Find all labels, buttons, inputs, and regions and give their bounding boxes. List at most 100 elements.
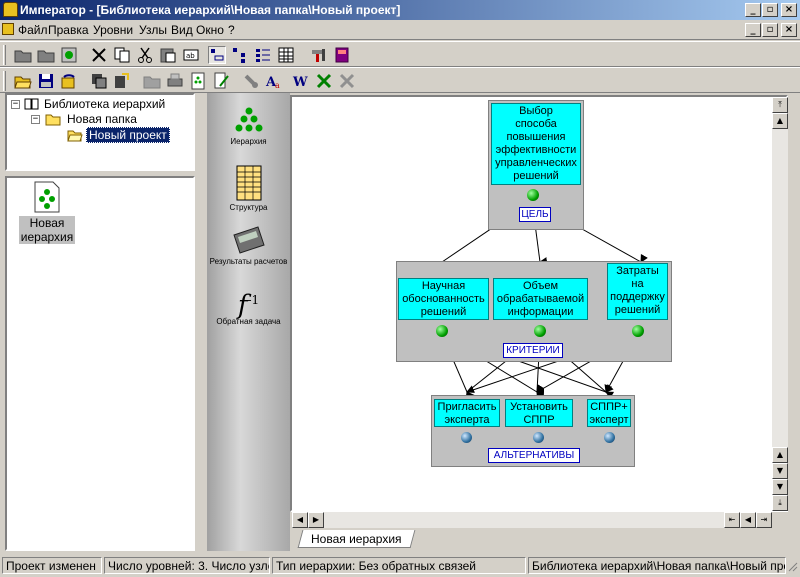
- hierarchy-file-icon[interactable]: [34, 181, 60, 213]
- sidebar-label: Структура: [229, 203, 268, 212]
- scroll-start-icon[interactable]: ⇤: [724, 512, 740, 528]
- status-state: Проект изменен: [2, 557, 102, 574]
- tree-item-folder[interactable]: Новая папка: [67, 112, 137, 126]
- svg-text:W: W: [292, 75, 308, 90]
- criterion-node-2[interactable]: Объем обрабатываемой информации: [493, 278, 588, 320]
- hierarchy-icon: [235, 107, 262, 132]
- library-book-icon: [24, 98, 39, 110]
- hierarchy-doc-icon[interactable]: [189, 72, 207, 90]
- node-text: информации: [507, 306, 574, 318]
- node-text: СППР: [523, 414, 555, 426]
- folder-gray-icon[interactable]: [37, 46, 55, 64]
- scroll-bottom-icon[interactable]: ⤓: [772, 495, 788, 511]
- tree-collapse-icon[interactable]: −: [31, 114, 40, 124]
- duplicate-icon[interactable]: [90, 72, 108, 90]
- alternative-node-1[interactable]: Пригласить эксперта: [434, 399, 500, 427]
- window-title: Император - [Библиотека иерархий\Новая п…: [20, 3, 401, 17]
- node-text: управленческих: [495, 157, 577, 169]
- copy-icon[interactable]: [113, 46, 131, 64]
- tab-new-hierarchy[interactable]: Новая иерархия: [297, 530, 415, 548]
- scroll-top-icon[interactable]: ⤒: [772, 97, 788, 113]
- node-text: Объем: [522, 280, 559, 292]
- menu-levels[interactable]: Уровни: [93, 23, 134, 37]
- sidebar-item-inverse[interactable]: f-1 Обратная задача: [207, 283, 290, 326]
- view-sidebar: Иерархия Структура Результаты расчетов f…: [207, 93, 290, 551]
- folder-disabled-icon[interactable]: [143, 72, 161, 90]
- sidebar-item-results[interactable]: Результаты расчетов: [207, 225, 290, 266]
- delete-icon[interactable]: [90, 46, 108, 64]
- tools-icon[interactable]: [310, 46, 328, 64]
- menu-window[interactable]: Окно: [196, 23, 224, 37]
- scroll-corner: [772, 512, 788, 528]
- node-text: повышения: [506, 131, 566, 143]
- inverse-sup: -1: [247, 293, 260, 307]
- sidebar-label: Иерархия: [230, 137, 267, 146]
- sidebar-item-structure[interactable]: Структура: [207, 165, 290, 212]
- scroll-up-icon[interactable]: ▲: [772, 113, 788, 129]
- save-icon[interactable]: [37, 72, 55, 90]
- scroll-down-icon[interactable]: ▼: [772, 463, 788, 479]
- tree-item-library[interactable]: Библиотека иерархий: [44, 97, 166, 111]
- menu-nodes[interactable]: Узлы: [139, 23, 167, 37]
- edit-doc-icon[interactable]: [212, 72, 230, 90]
- calculator-icon: [232, 226, 265, 254]
- open-folder-icon[interactable]: [14, 72, 32, 90]
- svg-text:A: A: [265, 75, 277, 90]
- layout-vertical-icon[interactable]: [208, 46, 226, 64]
- scroll-right-icon[interactable]: ▶: [308, 512, 324, 528]
- vertical-scrollbar[interactable]: ⤒ ▲ ▲ ▼ ▼ ⤓: [772, 97, 788, 511]
- export-icon[interactable]: [113, 72, 131, 90]
- folder-gray-icon[interactable]: [14, 46, 32, 64]
- alternative-ball-icon: [604, 432, 615, 443]
- goal-node[interactable]: Выбор способа повышения эффективности уп…: [491, 103, 581, 185]
- scroll-page-up-icon[interactable]: ▲: [772, 447, 788, 463]
- node-text: Пригласить: [437, 401, 497, 413]
- list-item-hierarchy[interactable]: Новая иерархия: [19, 216, 75, 244]
- goal-tag: ЦЕЛЬ: [519, 207, 551, 222]
- print-icon[interactable]: [166, 72, 184, 90]
- doc-restore-icon[interactable]: ▫: [762, 23, 778, 37]
- save-green-icon[interactable]: [60, 46, 78, 64]
- structure-table-icon: [236, 165, 261, 201]
- close-icon[interactable]: ×: [781, 3, 797, 17]
- menu-view[interactable]: Вид: [171, 23, 193, 37]
- rename-icon[interactable]: ab: [182, 46, 200, 64]
- layout-list-icon[interactable]: [254, 46, 272, 64]
- layout-tree-icon[interactable]: [231, 46, 249, 64]
- toolbar-grip: [3, 45, 6, 65]
- book-icon[interactable]: [333, 46, 351, 64]
- scroll-page-down-icon[interactable]: ▼: [772, 479, 788, 495]
- scroll-end-icon[interactable]: ⇥: [756, 512, 772, 528]
- doc-close-icon[interactable]: ×: [781, 23, 797, 37]
- scroll-left-icon[interactable]: ◀: [292, 512, 308, 528]
- list-item-label: иерархия: [20, 230, 74, 244]
- doc-minimize-icon[interactable]: _: [745, 23, 761, 37]
- layout-grid-icon[interactable]: [277, 46, 295, 64]
- resize-grip-icon[interactable]: [786, 560, 798, 574]
- word-icon[interactable]: W: [292, 72, 310, 90]
- tree-collapse-icon[interactable]: −: [11, 99, 20, 109]
- criterion-node-3[interactable]: Затраты на поддержку решений: [607, 263, 668, 320]
- excel-icon[interactable]: [315, 72, 333, 90]
- tree-item-project[interactable]: Новый проект: [86, 127, 170, 143]
- alternative-node-3[interactable]: СППР+ эксперт: [587, 399, 631, 427]
- sidebar-item-hierarchy[interactable]: Иерархия: [207, 107, 290, 146]
- node-text: эксперт: [589, 414, 629, 426]
- cut-icon[interactable]: [136, 46, 154, 64]
- excel-disabled-icon[interactable]: [338, 72, 356, 90]
- paste-icon[interactable]: [159, 46, 177, 64]
- status-levels: Число уровней: 3. Число узлов:: [104, 557, 270, 574]
- paint-icon[interactable]: [242, 72, 260, 90]
- menu-edit[interactable]: Правка: [48, 23, 89, 37]
- undo-icon[interactable]: [60, 72, 78, 90]
- minimize-icon[interactable]: _: [745, 3, 761, 17]
- criterion-node-1[interactable]: Научная обоснованность решений: [398, 278, 489, 320]
- sheet-tabs: Новая иерархия: [292, 528, 788, 550]
- menu-help[interactable]: ?: [228, 23, 235, 37]
- maximize-icon[interactable]: ▫: [762, 3, 778, 17]
- menu-file[interactable]: Файл: [18, 23, 48, 37]
- horizontal-scrollbar[interactable]: ◀ ▶ ⇤ ◀ ⇥: [292, 512, 772, 528]
- scroll-page-left-icon[interactable]: ◀: [740, 512, 756, 528]
- alternative-node-2[interactable]: Установить СППР: [505, 399, 573, 427]
